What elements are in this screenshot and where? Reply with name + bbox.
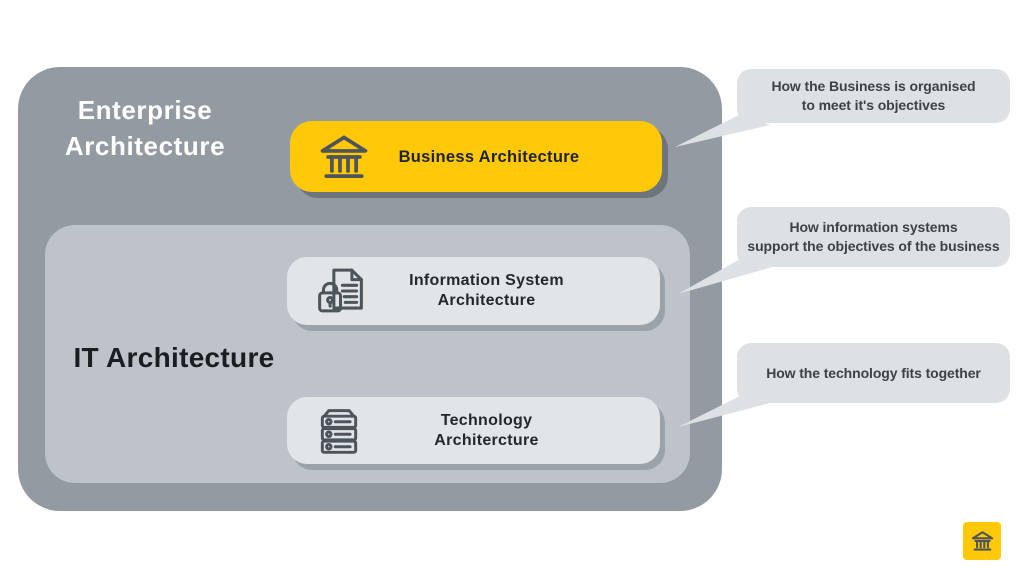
callout-technology: How the technology fits together (737, 343, 1010, 403)
enterprise-architecture-title: Enterprise Architecture (36, 92, 254, 164)
technology-label-line1: Technology (440, 411, 533, 429)
callout-tail-technology (678, 395, 774, 427)
it-architecture-title: IT Architecture (73, 342, 275, 373)
business-architecture-box: Business Architecture (290, 121, 662, 192)
footer-logo (963, 522, 1001, 560)
technology-architecture-box: Technology Architercture (287, 397, 660, 464)
information-system-architecture-box: Information System Architecture (287, 257, 660, 325)
information-system-architecture-label: Information System Architecture (287, 271, 660, 311)
callout-information-line2: support the objectives of the business (747, 238, 1000, 254)
callout-tail-information (678, 258, 772, 294)
callout-information: How information systems support the obje… (737, 207, 1010, 267)
callout-business: How the Business is organised to meet it… (737, 69, 1010, 123)
information-label-line1: Information System (409, 272, 564, 289)
enterprise-title-line2: Architecture (64, 131, 226, 161)
technology-architecture-label: Technology Architercture (287, 411, 660, 451)
server-icon (313, 406, 365, 456)
callout-technology-line1: How the technology fits together (766, 364, 981, 381)
technology-label-line2: Architercture (434, 431, 539, 449)
callout-information-line1: How information systems (789, 219, 958, 235)
document-lock-icon (313, 263, 368, 319)
bank-icon (970, 530, 995, 552)
callout-business-line2: to meet it's objectives (801, 97, 946, 113)
enterprise-title-line1: Enterprise (77, 95, 213, 125)
information-label-line2: Architecture (437, 292, 536, 309)
business-architecture-label: Business Architecture (398, 147, 580, 166)
bank-icon (316, 132, 372, 181)
callout-business-line1: How the Business is organised (771, 78, 976, 94)
